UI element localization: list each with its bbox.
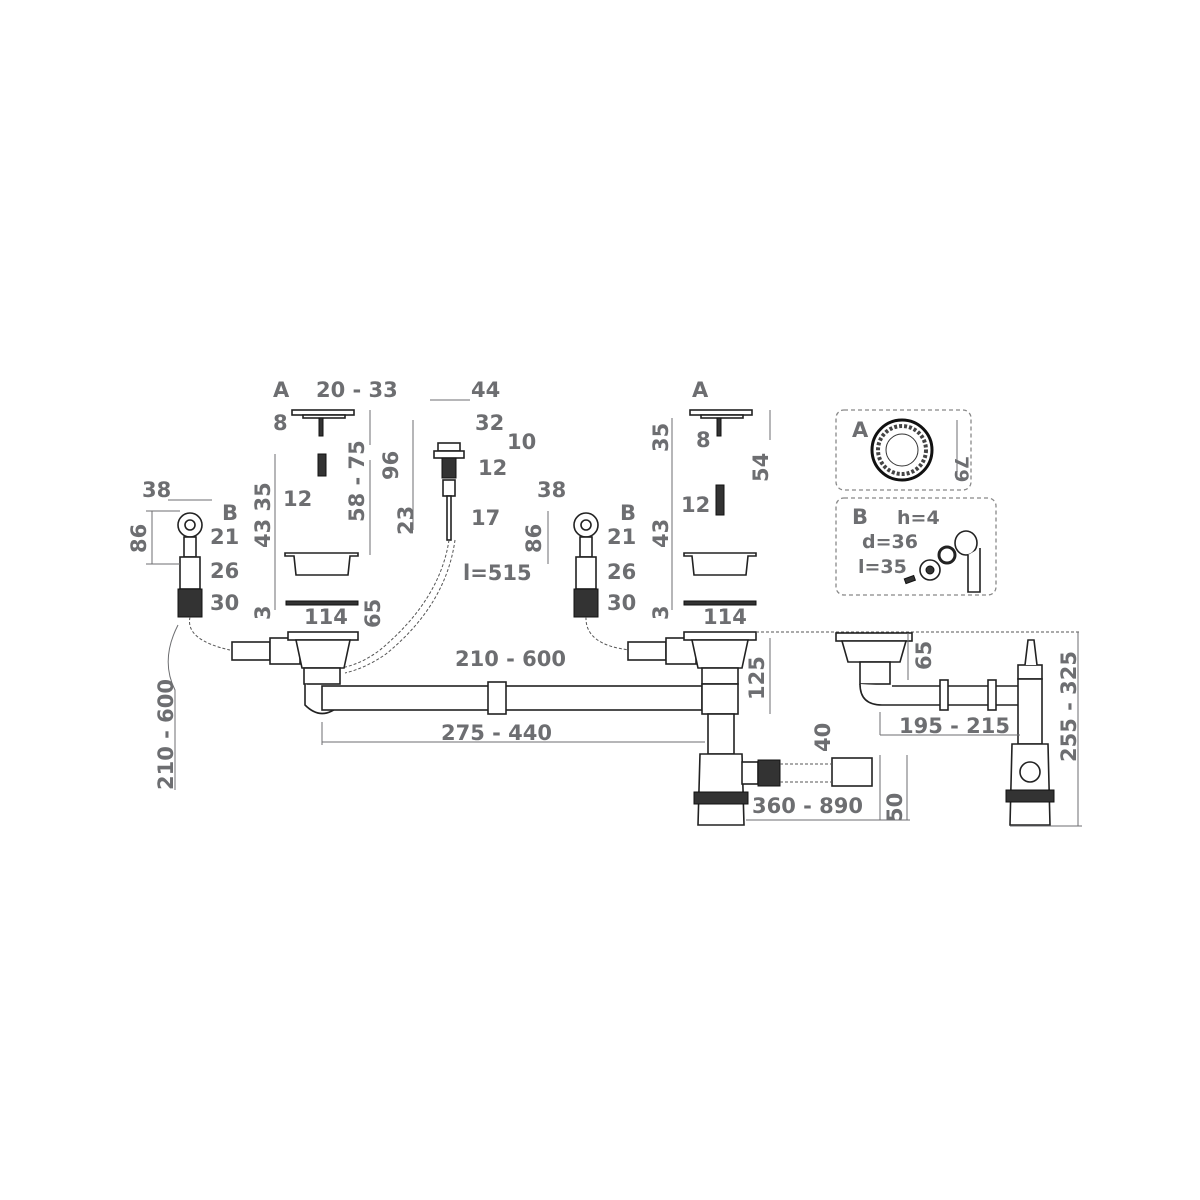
assembled-siphon	[231, 631, 1080, 826]
dimension-labels: A 20 - 33 44 8 32 10 12 12 17 l=515 38 B…	[127, 378, 1081, 822]
right-strainer-parts	[671, 409, 771, 610]
label-a-right: A	[692, 378, 709, 402]
dim-114-left: 114	[304, 605, 348, 629]
inset-b-length: l=35	[858, 556, 907, 578]
dim-255-325: 255 - 325	[1057, 651, 1081, 762]
dim-12-button: 12	[478, 456, 507, 480]
dim-8-left: 8	[273, 411, 288, 435]
dim-35-right: 35	[649, 423, 673, 452]
inset-b-diameter: d=36	[862, 531, 918, 553]
dim-17: 17	[471, 506, 500, 530]
dim-50: 50	[883, 793, 907, 822]
right-overflow-assembly	[547, 511, 631, 651]
dim-114-right: 114	[703, 605, 747, 629]
dim-86-left: 86	[127, 524, 151, 553]
dim-23: 23	[394, 506, 418, 535]
single-siphon	[835, 632, 1082, 827]
dim-3-left: 3	[251, 605, 275, 620]
dim-20-33: 20 - 33	[316, 378, 398, 402]
dim-21-left: 21	[210, 525, 239, 549]
left-strainer-parts	[274, 409, 371, 610]
label-b-left: B	[222, 501, 238, 525]
dim-43-right: 43	[649, 519, 673, 548]
dim-54: 54	[749, 453, 773, 482]
dim-360-890: 360 - 890	[752, 794, 863, 818]
dim-44: 44	[471, 378, 500, 402]
dim-43-35-left: 43 35	[251, 482, 275, 548]
dim-65-left: 65	[361, 599, 385, 628]
inset-a-diameter: 79	[950, 456, 972, 482]
dim-125: 125	[745, 656, 769, 700]
dim-40: 40	[811, 723, 835, 752]
label-a-left: A	[273, 378, 290, 402]
dim-275-440: 275 - 440	[441, 721, 552, 745]
dim-8-right: 8	[696, 428, 711, 452]
dim-10: 10	[507, 430, 536, 454]
dim-30-left: 30	[210, 591, 239, 615]
popup-button-assembly	[339, 399, 470, 674]
dim-26-left: 26	[210, 559, 239, 583]
dim-58-75: 58 - 75	[345, 440, 369, 522]
dim-38-left: 38	[142, 478, 171, 502]
inset-b-label: B	[852, 505, 868, 529]
cable-length: l=515	[463, 561, 532, 585]
dim-210-600-left: 210 - 600	[154, 679, 178, 790]
dim-210-600-mid: 210 - 600	[455, 647, 566, 671]
inset-a-label: A	[852, 418, 869, 442]
dim-86-right: 86	[522, 524, 546, 553]
inset-b-height: h=4	[897, 507, 940, 529]
dim-3-right: 3	[649, 605, 673, 620]
dim-96: 96	[379, 451, 403, 480]
dim-32: 32	[475, 411, 504, 435]
inset-a: A 79	[835, 409, 972, 491]
dim-12-right: 12	[681, 493, 710, 517]
dim-21-right: 21	[607, 525, 636, 549]
dim-12-left: 12	[283, 487, 312, 511]
dim-65-side: 65	[912, 641, 936, 670]
dim-30-right: 30	[607, 591, 636, 615]
inset-b: B h=4 d=36 l=35	[835, 497, 997, 596]
dim-195-215: 195 - 215	[899, 714, 1010, 738]
dim-26-right: 26	[607, 560, 636, 584]
left-overflow-assembly	[146, 499, 231, 790]
dim-38-right: 38	[537, 478, 566, 502]
label-b-right: B	[620, 501, 636, 525]
